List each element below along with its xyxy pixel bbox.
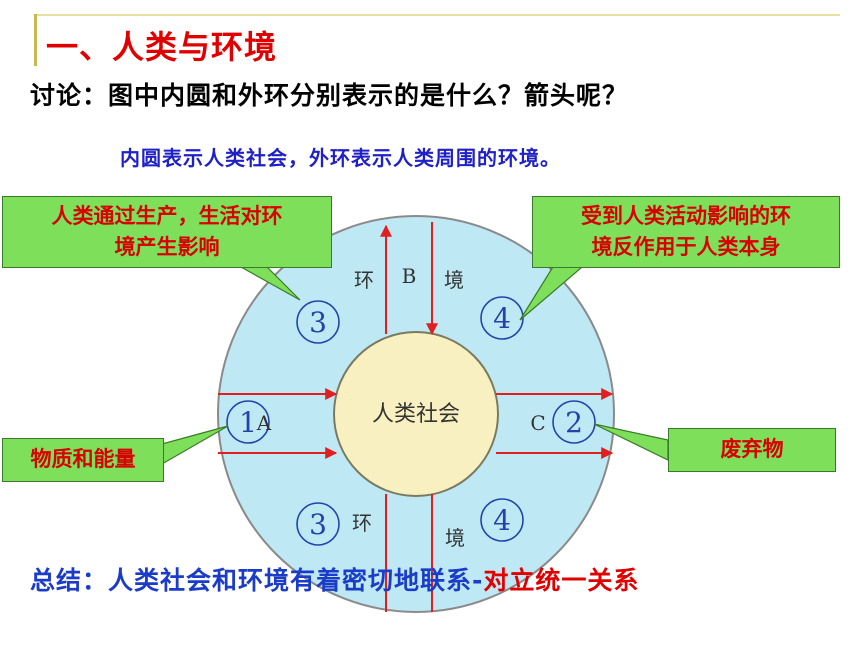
callout-human-impact-line2: 境产生影响 xyxy=(114,235,220,259)
callout-environment-feedback-line2: 境反作用于人类本身 xyxy=(591,235,781,259)
title-frame xyxy=(34,14,840,66)
num-3-top: 3 xyxy=(309,306,327,339)
inner-society-label: 人类社会 xyxy=(372,402,460,427)
callout-l-pointer xyxy=(161,425,229,466)
num-3-top-circle xyxy=(296,300,340,344)
num-4-top: 4 xyxy=(493,302,511,335)
page-title: 一、人类与环境 xyxy=(46,28,278,66)
discussion-question: 讨论：图中内圆和外环分别表示的是什么？箭头呢？ xyxy=(30,81,629,110)
title-top-rule xyxy=(34,14,840,16)
callout-matter-energy: 物质和能量 xyxy=(2,438,164,482)
num-3-bottom: 3 xyxy=(309,508,327,541)
summary-highlight: 对立统一关系 xyxy=(483,566,640,595)
answer-text: 内圆表示人类社会，外环表示人类周围的环境。 xyxy=(120,146,561,170)
title-left-rule xyxy=(34,14,37,66)
num-3-bottom-circle xyxy=(296,502,340,546)
ring-label-huan-top: 环 xyxy=(354,268,374,292)
summary-text: 总结：人类社会和环境有着密切地联系-对立统一关系 xyxy=(30,561,639,597)
ring-label-jing-bottom: 境 xyxy=(445,526,465,550)
num-1: 1 xyxy=(239,406,257,439)
summary-main: 总结：人类社会和环境有着密切地联系- xyxy=(30,566,484,595)
callout-environment-feedback: 受到人类活动影响的环 境反作用于人类本身 xyxy=(532,196,840,268)
inner-society-circle xyxy=(333,331,499,497)
ring-label-huan-bottom: 环 xyxy=(352,511,372,535)
num-4-bottom: 4 xyxy=(493,504,511,537)
letter-a: A xyxy=(256,411,272,435)
ring-label-jing-top: 境 xyxy=(444,268,464,292)
letter-c: C xyxy=(530,411,545,435)
letter-b: B xyxy=(402,264,417,288)
num-2-circle xyxy=(552,400,596,444)
callout-environment-feedback-line1: 受到人类活动影响的环 xyxy=(581,204,791,228)
num-4-bottom-circle xyxy=(480,498,524,542)
callout-waste: 废弃物 xyxy=(668,428,836,472)
callout-human-impact: 人类通过生产，生活对环 境产生影响 xyxy=(2,196,332,268)
num-1-circle xyxy=(226,400,270,444)
num-2: 2 xyxy=(565,406,583,439)
callout-human-impact-line1: 人类通过生产，生活对环 xyxy=(51,204,283,228)
